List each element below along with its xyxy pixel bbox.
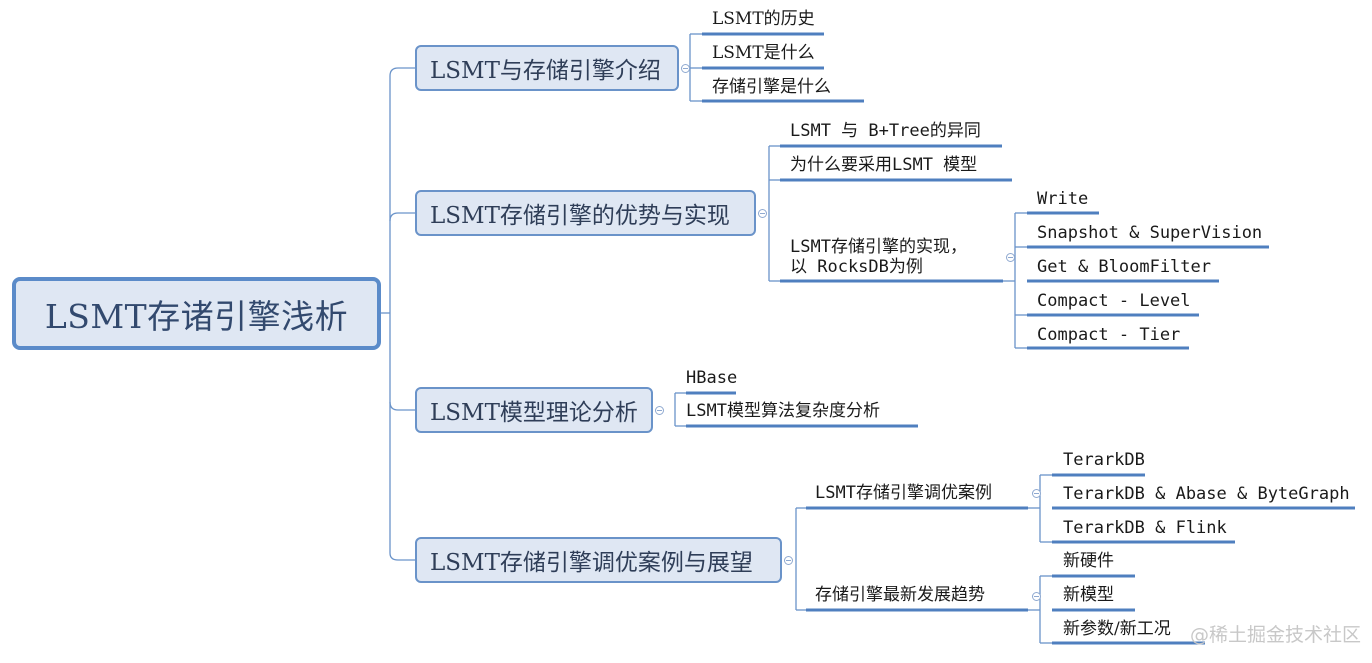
topic-hbase[interactable]: HBase [686, 368, 738, 388]
topic-tuning-cases[interactable]: LSMT存储引擎调优案例 [815, 483, 992, 503]
collapse-toggle-icon[interactable] [655, 406, 664, 415]
topic-write[interactable]: Write [1037, 189, 1089, 209]
topic-get-bloomfilter[interactable]: Get & BloomFilter [1037, 257, 1211, 277]
collapse-toggle-icon[interactable] [758, 209, 767, 218]
topic-rocksdb-impl-line2: 以 RocksDB为例 [790, 257, 923, 277]
watermark: @稀土掘金技术社区 [1190, 624, 1362, 646]
topic-lsmt-vs-btree[interactable]: LSMT 与 B+Tree的异同 [790, 121, 981, 141]
collapse-toggle-icon[interactable] [1032, 489, 1041, 498]
topic-compact-tier[interactable]: Compact - Tier [1037, 325, 1181, 345]
branch-lsmt-theory[interactable]: LSMT模型理论分析 [415, 387, 653, 433]
collapse-toggle-icon[interactable] [784, 556, 793, 565]
topic-trends[interactable]: 存储引擎最新发展趋势 [815, 585, 985, 605]
topic-terarkdb-abase-bytegraph[interactable]: TerarkDB & Abase & ByteGraph [1063, 484, 1350, 504]
collapse-toggle-icon[interactable] [1006, 253, 1015, 262]
topic-terarkdb[interactable]: TerarkDB [1063, 450, 1145, 470]
topic-new-params[interactable]: 新参数/新工况 [1063, 619, 1171, 639]
connector-branch-1 [389, 67, 415, 77]
topic-what-is-storage-engine[interactable]: 存储引擎是什么 [712, 77, 831, 97]
topic-snapshot[interactable]: Snapshot & SuperVision [1037, 223, 1263, 243]
topic-new-model[interactable]: 新模型 [1063, 585, 1114, 605]
connector-branch-3 [389, 401, 415, 411]
topic-new-hardware[interactable]: 新硬件 [1063, 551, 1114, 571]
branch-lsmt-tuning[interactable]: LSMT存储引擎调优案例与展望 [415, 537, 782, 583]
topic-complexity[interactable]: LSMT模型算法复杂度分析 [686, 401, 880, 421]
topic-compact-level[interactable]: Compact - Level [1037, 291, 1191, 311]
collapse-toggle-icon[interactable] [681, 64, 690, 73]
connector-branch-4 [389, 552, 415, 561]
topic-lsmt-history[interactable]: LSMT的历史 [712, 9, 815, 29]
connector-branch-2 [389, 212, 415, 222]
topic-rocksdb-impl[interactable]: LSMT存储引擎的实现， 以 RocksDB为例 [790, 237, 967, 277]
topic-rocksdb-impl-line1: LSMT存储引擎的实现， [790, 237, 967, 257]
topic-why-lsmt[interactable]: 为什么要采用LSMT 模型 [790, 155, 978, 175]
topic-terarkdb-flink[interactable]: TerarkDB & Flink [1063, 518, 1227, 538]
collapse-toggle-icon[interactable] [1032, 592, 1041, 601]
topic-what-is-lsmt[interactable]: LSMT是什么 [712, 43, 815, 63]
root-topic[interactable]: LSMT存诸引擎浅析 [12, 277, 381, 350]
branch-lsmt-intro[interactable]: LSMT与存储引擎介绍 [415, 45, 679, 91]
branch-lsmt-advantages[interactable]: LSMT存储引擎的优势与实现 [415, 190, 756, 236]
